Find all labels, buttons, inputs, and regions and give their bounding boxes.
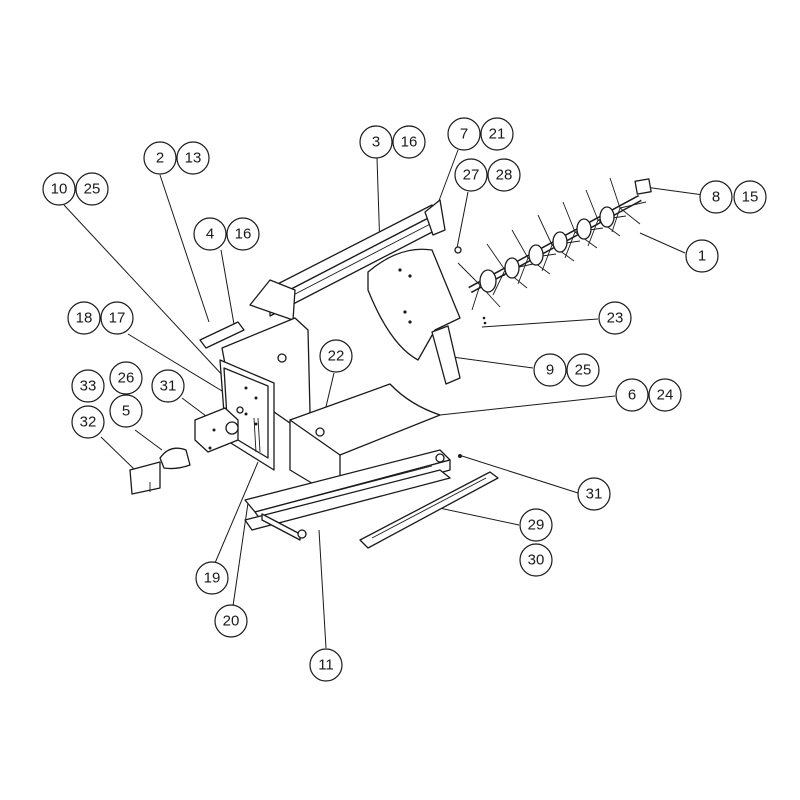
callout-16b: 16 (226, 217, 260, 251)
callout-22: 22 (319, 339, 353, 373)
bearing-assembly (129, 406, 462, 495)
callout-16: 16 (392, 125, 426, 159)
callout-9: 9 (533, 353, 567, 387)
svg-text:7: 7 (460, 126, 468, 143)
rotor-assembly (457, 177, 652, 311)
svg-text:33: 33 (80, 378, 97, 395)
callout-3: 3 (359, 125, 393, 159)
callout-2: 2 (143, 141, 177, 175)
top-beam (249, 199, 446, 321)
svg-text:15: 15 (742, 189, 759, 206)
svg-text:16: 16 (235, 226, 252, 243)
callout-27: 27 (454, 158, 488, 192)
callout-18: 18 (67, 301, 101, 335)
callout-24: 24 (648, 378, 682, 412)
svg-text:17: 17 (109, 310, 126, 327)
svg-text:30: 30 (528, 552, 545, 569)
callout-32: 32 (71, 405, 105, 439)
callout-30: 30 (519, 543, 553, 577)
svg-text:8: 8 (712, 189, 720, 206)
svg-text:10: 10 (51, 181, 68, 198)
leader-lines (63, 149, 719, 649)
callout-20: 20 (214, 604, 248, 638)
svg-text:21: 21 (489, 126, 506, 143)
callout-23: 23 (598, 301, 632, 335)
svg-text:31: 31 (160, 378, 177, 395)
svg-text:13: 13 (185, 150, 202, 167)
strip (359, 471, 499, 549)
callout-21: 21 (480, 117, 514, 151)
bottom-frame (244, 449, 451, 541)
svg-text:6: 6 (628, 387, 636, 404)
svg-text:5: 5 (122, 403, 130, 420)
callout-33: 33 (71, 369, 105, 403)
right-side-panel (367, 246, 487, 385)
callout-26: 26 (109, 361, 143, 395)
svg-text:28: 28 (496, 167, 513, 184)
svg-text:16: 16 (401, 134, 418, 151)
callout-25: 25 (75, 172, 109, 206)
callout-5: 5 (109, 394, 143, 428)
callout-28: 28 (487, 158, 521, 192)
callouts: 2 13 3 16 7 21 10 25 27 28 8 15 4 16 1 1… (42, 117, 767, 682)
svg-text:31: 31 (586, 486, 603, 503)
callout-17: 17 (100, 301, 134, 335)
svg-text:19: 19 (204, 570, 221, 587)
svg-text:23: 23 (607, 310, 624, 327)
callout-10: 10 (42, 172, 76, 206)
svg-text:29: 29 (528, 517, 545, 534)
callout-19: 19 (195, 561, 229, 595)
svg-text:25: 25 (575, 362, 592, 379)
callout-13: 13 (176, 141, 210, 175)
svg-text:9: 9 (546, 362, 554, 379)
svg-text:22: 22 (328, 348, 345, 365)
callout-25b: 25 (566, 353, 600, 387)
svg-text:20: 20 (223, 613, 240, 630)
callout-1: 1 (685, 239, 719, 273)
svg-text:32: 32 (80, 414, 97, 431)
callout-15: 15 (733, 180, 767, 214)
svg-text:18: 18 (76, 310, 93, 327)
svg-text:25: 25 (84, 181, 101, 198)
callout-29: 29 (519, 508, 553, 542)
callout-6: 6 (615, 378, 649, 412)
callout-31b: 31 (577, 477, 611, 511)
svg-text:3: 3 (372, 134, 380, 151)
callout-11: 11 (309, 648, 343, 682)
svg-text:24: 24 (657, 387, 674, 404)
svg-text:1: 1 (698, 248, 706, 265)
svg-text:2: 2 (156, 150, 164, 167)
svg-text:27: 27 (463, 167, 480, 184)
callout-31: 31 (151, 369, 185, 403)
callout-4: 4 (193, 217, 227, 251)
svg-text:11: 11 (318, 657, 334, 674)
callout-8: 8 (699, 180, 733, 214)
callout-7: 7 (447, 117, 481, 151)
svg-text:26: 26 (118, 370, 135, 387)
svg-text:4: 4 (206, 226, 214, 243)
